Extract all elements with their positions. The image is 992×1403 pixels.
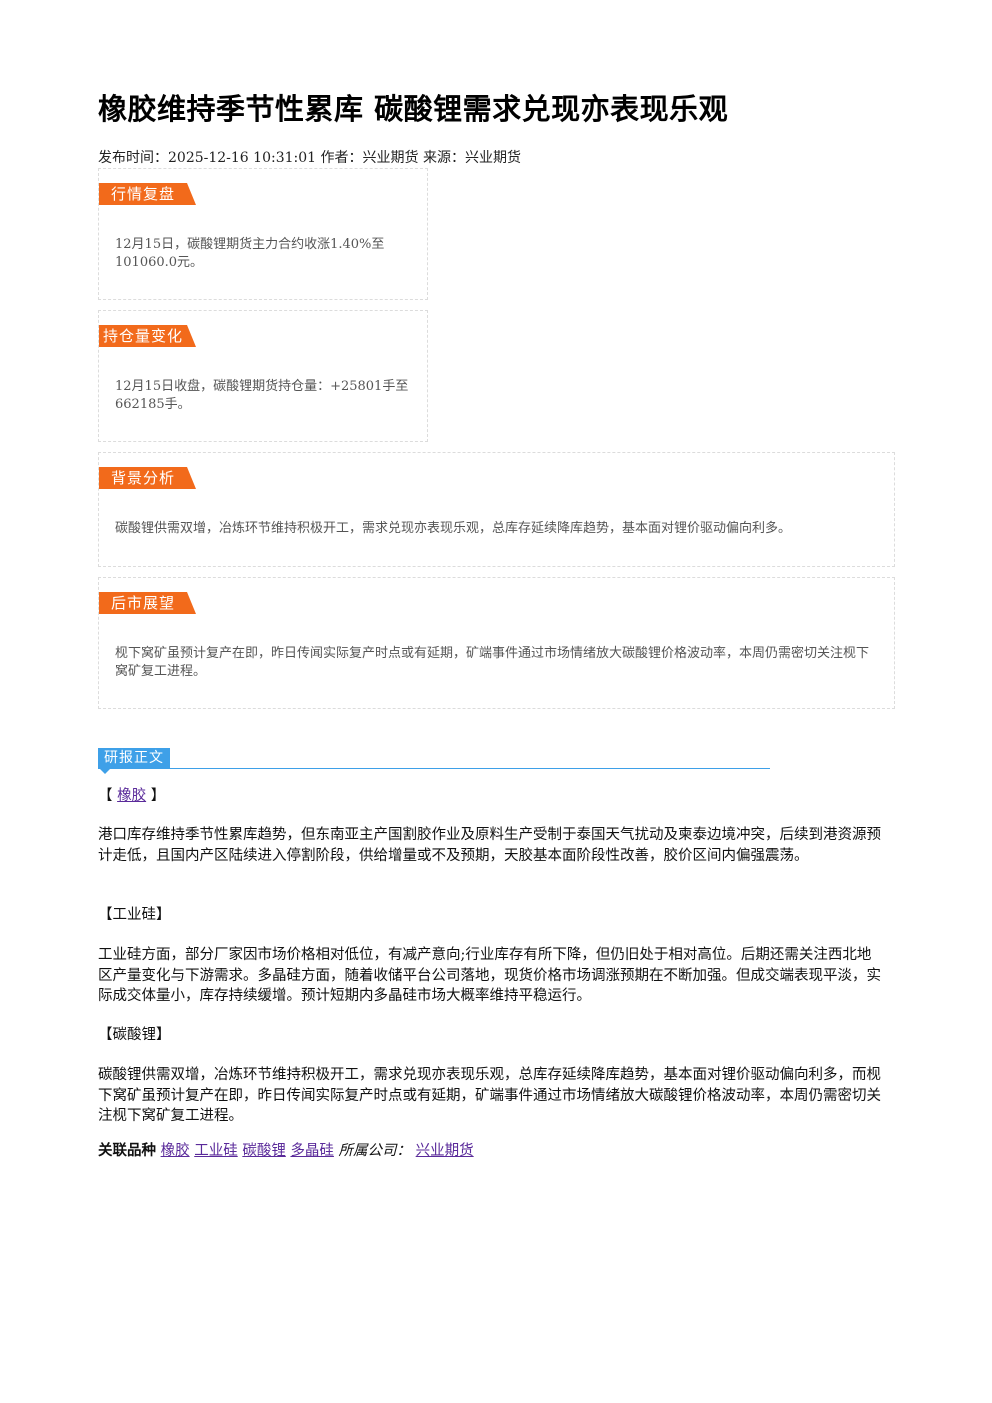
related-item-lithium[interactable]: 碳酸锂 — [242, 1143, 286, 1159]
market-review-box: 行情复盘 12月15日，碳酸锂期货主力合约收涨1.40%至101060.0元。 — [98, 168, 428, 300]
background-analysis-tag: 背景分析 — [99, 467, 197, 489]
related-footer: 关联品种 橡胶 工业硅 碳酸锂 多晶硅 所属公司： 兴业期货 — [98, 1141, 884, 1162]
bracket-close: 】 — [150, 788, 166, 804]
rubber-heading: 【 橡胶 】 — [98, 786, 884, 807]
author: 兴业期货 — [362, 150, 419, 166]
bracket-open: 【 — [98, 788, 113, 804]
position-change-box: 持仓量变化 12月15日收盘，碳酸锂期货持仓量：+25801手至662185手。 — [98, 310, 428, 442]
publish-label: 发布时间： — [98, 150, 168, 166]
market-review-text: 12月15日，碳酸锂期货主力合约收涨1.40%至101060.0元。 — [115, 237, 385, 270]
related-label: 关联品种 — [98, 1142, 156, 1159]
article-meta: 发布时间：2025-12-16 10:31:01 作者：兴业期货 来源：兴业期货 — [98, 147, 521, 167]
market-review-tag: 行情复盘 — [99, 183, 197, 205]
related-item-silicon[interactable]: 工业硅 — [194, 1143, 238, 1159]
outlook-box: 后市展望 枧下窝矿虽预计复产在即，昨日传闻实际复产时点或有延期，矿端事件通过市场… — [98, 577, 895, 709]
lithium-heading: 【碳酸锂】 — [98, 1027, 171, 1043]
lithium-paragraph: 碳酸锂供需双增，冶炼环节维持积极开工，需求兑现亦表现乐观，总库存延续降库趋势，基… — [98, 1065, 884, 1127]
report-section-header: 研报正文 — [98, 748, 770, 774]
outlook-text: 枧下窝矿虽预计复产在即，昨日传闻实际复产时点或有延期，矿端事件通过市场情绪放大碳… — [115, 646, 870, 679]
company-link[interactable]: 兴业期货 — [415, 1143, 474, 1159]
position-change-text: 12月15日收盘，碳酸锂期货持仓量：+25801手至662185手。 — [115, 379, 409, 412]
silicon-text: 工业硅方面，部分厂家因市场价格相对低位，有减产意向;行业库存有所下降，但仍旧处于… — [98, 947, 881, 1004]
position-change-tag: 持仓量变化 — [99, 325, 197, 347]
lithium-text: 碳酸锂供需双增，冶炼环节维持积极开工，需求兑现亦表现乐观，总库存延续降库趋势，基… — [98, 1067, 881, 1124]
report-section-notch — [100, 769, 110, 774]
silicon-paragraph: 工业硅方面，部分厂家因市场价格相对低位，有减产意向;行业库存有所下降，但仍旧处于… — [98, 945, 884, 1007]
rubber-link[interactable]: 橡胶 — [117, 788, 147, 804]
related-item-polysilicon[interactable]: 多晶硅 — [290, 1143, 334, 1159]
source-label: 来源： — [422, 150, 465, 166]
background-analysis-box: 背景分析 碳酸锂供需双增，冶炼环节维持积极开工，需求兑现亦表现乐观，总库存延续降… — [98, 452, 895, 567]
outlook-tag: 后市展望 — [99, 592, 197, 614]
author-label: 作者： — [320, 150, 363, 166]
report-section-tag: 研报正文 — [98, 748, 170, 769]
company-label: 所属公司： — [338, 1143, 412, 1159]
silicon-heading: 【工业硅】 — [98, 907, 171, 923]
report-section-divider — [98, 768, 770, 769]
rubber-paragraph: 港口库存维持季节性累库趋势，但东南亚主产国割胶作业及原料生产受制于泰国天气扰动及… — [98, 825, 884, 866]
background-analysis-text: 碳酸锂供需双增，冶炼环节维持积极开工，需求兑现亦表现乐观，总库存延续降库趋势，基… — [115, 521, 792, 536]
source: 兴业期货 — [464, 150, 521, 166]
related-item-rubber[interactable]: 橡胶 — [160, 1143, 190, 1159]
rubber-text: 港口库存维持季节性累库趋势，但东南亚主产国割胶作业及原料生产受制于泰国天气扰动及… — [98, 827, 881, 864]
page-title: 橡胶维持季节性累库 碳酸锂需求兑现亦表现乐观 — [98, 92, 729, 126]
publish-time: 2025-12-16 10:31:01 — [168, 150, 317, 166]
